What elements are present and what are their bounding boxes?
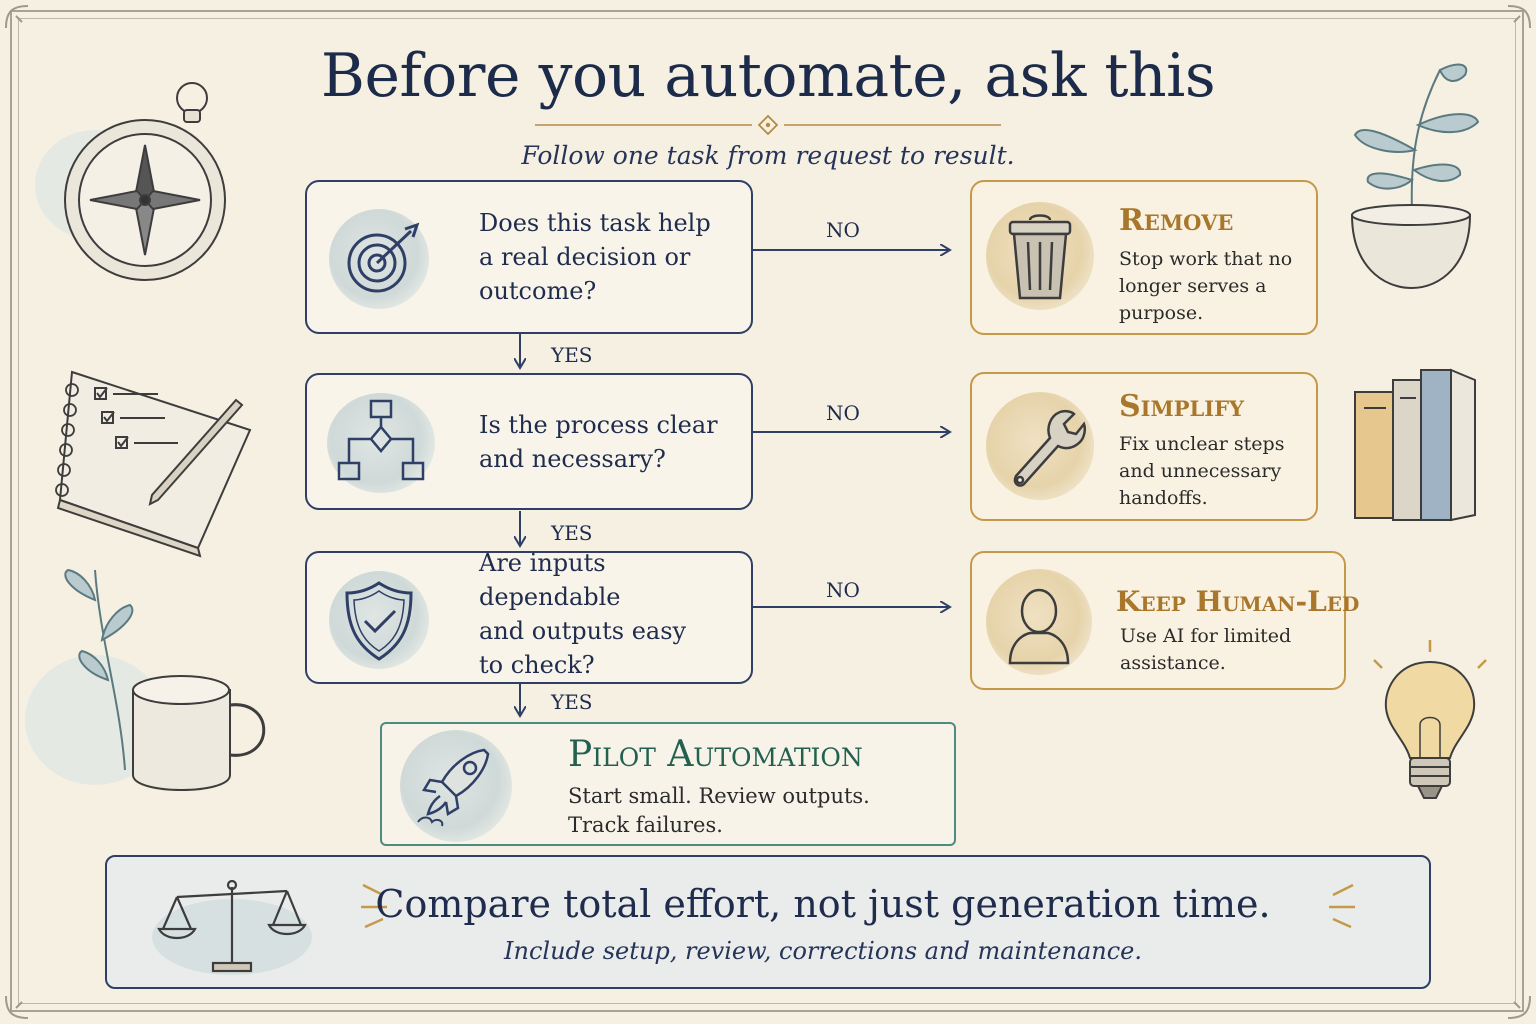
accent-marks-left: [361, 883, 387, 929]
outer-frame: [10, 10, 1524, 1012]
potted-plant-icon: [1350, 63, 1480, 290]
person-icon: [986, 569, 1092, 675]
shield-check-icon: [329, 571, 429, 669]
scales-icon: [152, 879, 312, 975]
question-text-2: Is the process clear and necessary?: [479, 410, 718, 473]
outcome-box-remove: Remove Stop work that no longer serves a…: [970, 180, 1318, 335]
compass-icon: [35, 82, 226, 281]
outcome-desc-remove: Stop work that no longer serves a purpos…: [1119, 248, 1293, 324]
question-text-3: Are inputs dependable and outputs easy t…: [479, 548, 687, 679]
outcome-box-simplify: Simplify Fix unclear steps and unnecessa…: [970, 372, 1318, 521]
target-icon: [329, 209, 429, 309]
bottom-banner: Compare total effort, not just generatio…: [105, 855, 1431, 989]
trash-can-icon: [986, 202, 1094, 310]
inner-frame: [18, 18, 1516, 1004]
flowchart-icon: [327, 393, 435, 493]
question-text-1: Does this task help a real decision or o…: [479, 209, 711, 305]
coffee-mug-icon: [25, 568, 266, 791]
bottom-sub-text: Include setup, review, corrections and m…: [504, 937, 1142, 965]
question-box-1: Does this task help a real decision or o…: [305, 180, 753, 334]
outcome-box-keep-human-led: Keep Human-Led Use AI for limited assist…: [970, 551, 1359, 690]
rocket-icon: [400, 730, 512, 842]
pilot-title: Pilot Automation: [568, 734, 863, 775]
light-bulb-icon: [1373, 640, 1487, 799]
notebook-icon: [55, 370, 252, 558]
outcome-title-keep-human-led: Keep Human-Led: [1116, 585, 1360, 618]
pilot-desc: Start small. Review outputs. Track failu…: [568, 784, 870, 837]
yes-label-3: YES: [551, 690, 593, 714]
pilot-automation-box: Pilot Automation Start small. Review out…: [380, 722, 956, 846]
no-label-1: NO: [826, 218, 860, 242]
no-label-3: NO: [826, 578, 860, 602]
books-icon: [1354, 368, 1476, 522]
question-box-2: Is the process clear and necessary?: [305, 373, 753, 510]
outcome-desc-simplify: Fix unclear steps and unnecessary handof…: [1119, 433, 1285, 509]
outcome-title-remove: Remove: [1119, 203, 1234, 238]
yes-label-1: YES: [551, 343, 593, 367]
page-title: Before you automate, ask this: [320, 41, 1216, 111]
bottom-main-text: Compare total effort, not just generatio…: [375, 882, 1271, 926]
outcome-desc-keep-human-led: Use AI for limited assistance.: [1120, 625, 1292, 674]
question-box-3: Are inputs dependable and outputs easy t…: [305, 548, 753, 684]
no-label-2: NO: [826, 401, 860, 425]
accent-marks-right: [1329, 883, 1355, 929]
yes-label-2: YES: [551, 521, 593, 545]
wrench-icon: [986, 392, 1094, 500]
page-subtitle: Follow one task from request to result.: [521, 141, 1015, 170]
outcome-title-simplify: Simplify: [1119, 389, 1245, 424]
